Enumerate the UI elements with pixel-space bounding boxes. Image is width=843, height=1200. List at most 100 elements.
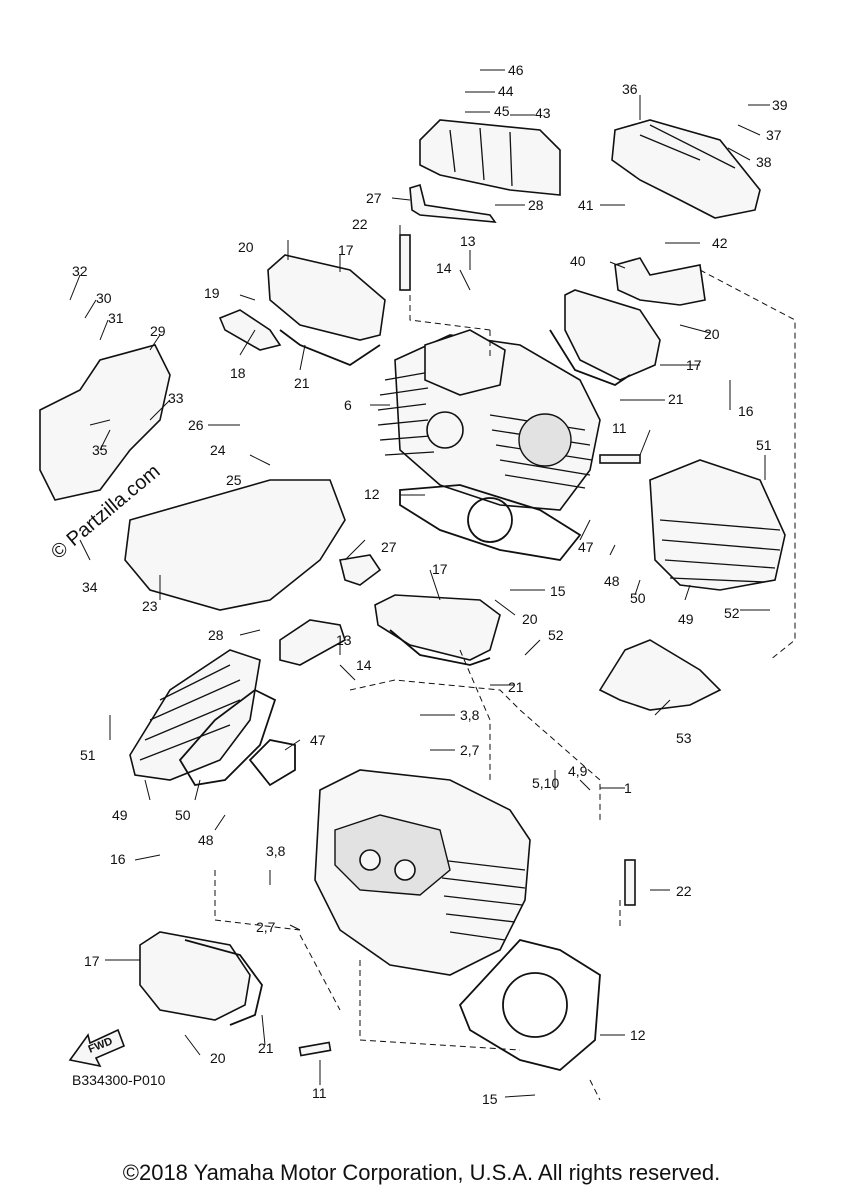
label-4-9: 4,9 xyxy=(568,763,588,779)
label-36: 36 xyxy=(622,81,638,97)
label-46: 46 xyxy=(508,62,524,78)
label-22-bottom: 22 xyxy=(676,883,692,899)
cylinder-gasket-12-top xyxy=(399,484,582,561)
label-40: 40 xyxy=(570,253,586,269)
label-32: 32 xyxy=(72,263,88,279)
label-15-bottom: 15 xyxy=(482,1091,498,1107)
valve-cover-17-bottom xyxy=(139,931,251,1021)
gasket-21-top xyxy=(279,329,381,367)
label-34: 34 xyxy=(82,579,98,595)
label-25: 25 xyxy=(226,472,242,488)
label-52-b: 52 xyxy=(548,627,564,643)
side-cover-49-left xyxy=(129,649,261,781)
label-17-b: 17 xyxy=(686,357,702,373)
label-27-top: 27 xyxy=(366,190,382,206)
cylinder-gasket-12-bottom xyxy=(458,938,601,1071)
label-14-mid: 14 xyxy=(356,657,372,673)
rear-cylinder-head xyxy=(377,329,601,511)
gasket-47-left xyxy=(248,739,296,787)
label-24: 24 xyxy=(210,442,226,458)
label-12-bottom: 12 xyxy=(630,1027,646,1043)
label-12-top: 12 xyxy=(364,486,380,502)
label-51-b: 51 xyxy=(80,747,96,763)
spark-plug-22-top xyxy=(399,234,411,291)
gasket-21-right xyxy=(549,329,631,387)
label-28-top: 28 xyxy=(528,197,544,213)
label-21-b: 21 xyxy=(668,391,684,407)
label-11-top: 11 xyxy=(612,420,627,436)
label-14-top: 14 xyxy=(436,260,452,276)
label-21-c: 21 xyxy=(508,679,524,695)
label-49-left: 49 xyxy=(112,807,128,823)
side-cover-29 xyxy=(39,344,171,501)
bracket-53 xyxy=(598,639,722,711)
stud-11-bottom xyxy=(298,1041,332,1057)
label-42: 42 xyxy=(712,235,728,251)
assembly-lines xyxy=(214,269,796,1101)
leader-lines xyxy=(69,69,770,1098)
label-35: 35 xyxy=(92,442,108,458)
bracket-27-top xyxy=(409,183,497,223)
label-50-bottom: 50 xyxy=(175,807,191,823)
valve-cover-17-top xyxy=(267,254,386,341)
label-11-bottom: 11 xyxy=(312,1085,327,1101)
fwd-arrow-icon: FWD xyxy=(68,1028,126,1068)
head-cover-43 xyxy=(419,119,561,196)
label-39: 39 xyxy=(772,97,788,113)
label-5-10: 5,10 xyxy=(532,775,559,791)
label-33: 33 xyxy=(168,390,184,406)
side-cover-49-right xyxy=(649,459,786,591)
copyright-notice: ©2018 Yamaha Motor Corporation, U.S.A. A… xyxy=(122,1160,721,1185)
bracket-40 xyxy=(614,257,706,306)
label-53: 53 xyxy=(676,730,692,746)
gasket-bore-top xyxy=(467,497,513,543)
label-28-mid: 28 xyxy=(208,627,224,643)
valve-cover-17-right xyxy=(564,289,661,381)
label-37: 37 xyxy=(766,127,782,143)
label-48-top: 48 xyxy=(604,573,620,589)
label-45: 45 xyxy=(494,103,510,119)
label-29: 29 xyxy=(150,323,166,339)
gasket-50-left xyxy=(178,688,277,786)
spark-plug-22-bottom xyxy=(624,859,636,906)
label-18: 18 xyxy=(230,365,246,381)
bracket-28 xyxy=(279,619,346,666)
label-3-8-a: 3,8 xyxy=(460,707,480,723)
gasket-21-mid xyxy=(389,629,491,666)
label-20-c: 20 xyxy=(522,611,538,627)
label-48-bottom: 48 xyxy=(198,832,214,848)
label-2-7-b: 2,7 xyxy=(256,919,276,935)
label-20-a: 20 xyxy=(238,239,254,255)
valve-cover-17-mid xyxy=(374,594,501,661)
diagram-code: B334300-P010 xyxy=(72,1072,166,1088)
head-cover-36 xyxy=(611,119,761,219)
label-13-top: 13 xyxy=(460,233,476,249)
label-22-top: 22 xyxy=(352,216,368,232)
label-17-a: 17 xyxy=(338,242,354,258)
part-labels: 46 44 45 43 36 39 37 38 27 28 41 42 22 1… xyxy=(72,62,788,1107)
label-6: 6 xyxy=(344,397,352,413)
label-20-b: 20 xyxy=(704,326,720,342)
label-49-right: 49 xyxy=(678,611,694,627)
bracket-18 xyxy=(218,309,282,351)
label-3-8-b: 3,8 xyxy=(266,843,286,859)
label-16-b: 16 xyxy=(110,851,126,867)
label-17-bottom: 17 xyxy=(84,953,100,969)
cover-23 xyxy=(124,479,346,611)
label-26: 26 xyxy=(188,417,204,433)
label-38: 38 xyxy=(756,154,772,170)
label-31: 31 xyxy=(108,310,124,326)
label-47-top: 47 xyxy=(578,539,594,555)
label-51-a: 51 xyxy=(756,437,772,453)
label-13-mid: 13 xyxy=(336,632,352,648)
label-20-d: 20 xyxy=(210,1050,226,1066)
label-41: 41 xyxy=(578,197,594,213)
label-43: 43 xyxy=(535,105,551,121)
label-30: 30 xyxy=(96,290,112,306)
gasket-bore-bottom xyxy=(502,972,568,1038)
front-cylinder-head xyxy=(314,769,531,976)
stud-11-top xyxy=(599,454,641,464)
label-16-a: 16 xyxy=(738,403,754,419)
label-47-bottom: 47 xyxy=(310,732,326,748)
